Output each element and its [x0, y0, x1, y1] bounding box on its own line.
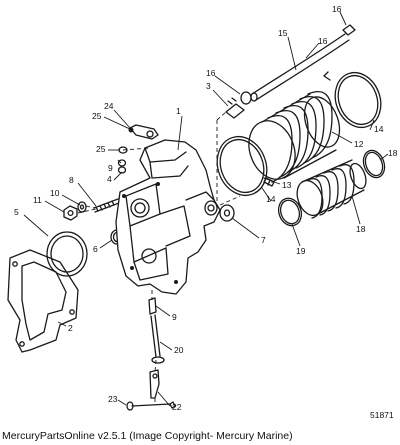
callout-18b: 19 — [296, 246, 306, 256]
image-copyright-caption: MercuryPartsOnline v2.5.1 (Image Copyrig… — [2, 430, 293, 442]
gasket — [7, 249, 79, 353]
shift-shaft — [150, 314, 165, 364]
callout-labels: 1 2 3 4 5 6 7 8 9 9 10 11 12 13 14 14 15… — [14, 4, 398, 412]
callout-19: 20 — [174, 345, 184, 355]
shift-shaft-bushing — [148, 297, 157, 315]
exhaust-bellows — [248, 90, 341, 183]
bellows-clamp-lower — [216, 135, 271, 197]
o-ring-large — [46, 231, 88, 277]
callout-13: 13 — [282, 180, 292, 190]
callout-22: 23 — [108, 394, 118, 404]
callout-6: 6 — [93, 244, 98, 254]
nut — [63, 205, 78, 221]
callout-14a: 14 — [374, 124, 384, 134]
callout-11: 11 — [33, 195, 42, 205]
callout-12: 12 — [354, 139, 364, 149]
bellows-clamp-upper — [323, 71, 382, 129]
callout-3: 3 — [206, 81, 211, 91]
thrust-washer — [219, 204, 235, 222]
transom-housing — [115, 139, 221, 295]
callout-20: 22 — [172, 402, 182, 412]
callout-9b: 9 — [172, 312, 177, 322]
callout-5: 5 — [14, 207, 19, 217]
callout-leader-lines — [23, 11, 389, 407]
callout-15: 15 — [278, 28, 288, 38]
callout-1: 1 — [176, 106, 181, 116]
callout-18a: 18 — [388, 148, 398, 158]
callout-8: 8 — [69, 175, 74, 185]
diagram-reference-number: 51871 — [370, 410, 394, 420]
callout-14b: 14 — [266, 194, 276, 204]
callout-9a: 9 — [108, 163, 113, 173]
callout-4: 4 — [107, 174, 112, 184]
callout-2: 2 — [68, 323, 73, 333]
callout-23: 24 — [104, 101, 114, 111]
shift-lever — [149, 369, 160, 399]
callout-16a: 16 — [318, 36, 328, 46]
water-hose — [250, 33, 350, 102]
assembly-guide-lines — [77, 111, 241, 404]
shift-cable-bellows — [296, 159, 367, 219]
callout-16b: 16 — [206, 68, 216, 78]
shift-lever-bolt — [126, 401, 176, 411]
hose-clamp-small-upper — [342, 24, 356, 36]
callout-10: 10 — [50, 188, 60, 198]
callout-24: 25 — [96, 144, 106, 154]
shift-cable-clamp-upper — [362, 149, 386, 179]
callout-7: 7 — [261, 235, 266, 245]
shift-cable-clamp-lower — [277, 197, 303, 227]
clamp-screw — [263, 177, 275, 187]
callout-16c: 16 — [332, 4, 342, 14]
callout-25: 25 — [92, 111, 102, 121]
washer — [77, 201, 87, 213]
hose-fitting — [225, 97, 245, 119]
callout-17: 18 — [356, 224, 366, 234]
hose-clamp-small-lower — [240, 91, 252, 105]
stud — [93, 198, 120, 213]
